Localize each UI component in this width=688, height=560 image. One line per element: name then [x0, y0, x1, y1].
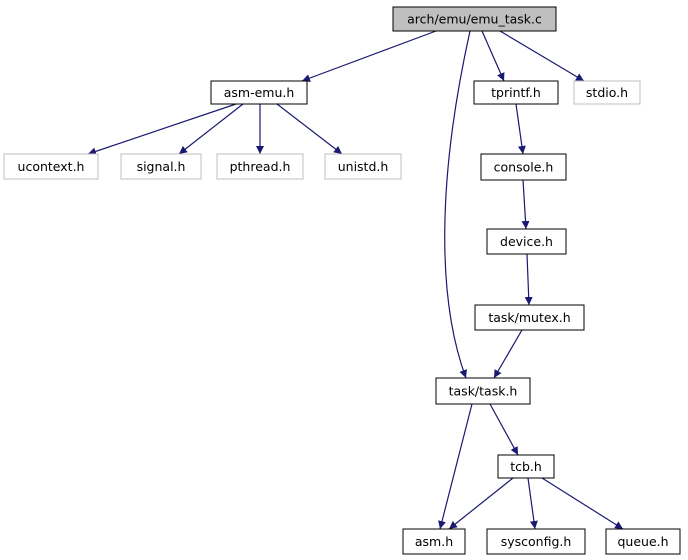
edge-root-to-stdio	[499, 30, 585, 82]
node-label-signal: signal.h	[137, 159, 186, 174]
node-label-asm: asm.h	[415, 534, 453, 549]
node-label-task: task/task.h	[449, 384, 518, 399]
node-box-device	[486, 228, 567, 255]
node-asmemu[interactable]: asm-emu.h	[210, 80, 308, 105]
node-label-pthread: pthread.h	[230, 159, 291, 174]
edge-mutex-to-task	[493, 329, 523, 379]
node-label-queue: queue.h	[617, 534, 668, 549]
node-unistd: unistd.h	[324, 153, 402, 180]
node-box-console	[480, 153, 567, 181]
edge-task-to-asm	[438, 403, 473, 530]
node-box-queue	[605, 528, 681, 555]
edge-console-to-device	[521, 179, 530, 230]
edge-tcb-to-asm	[448, 477, 514, 530]
node-label-sysconfig: sysconfig.h	[501, 534, 572, 549]
node-layer: arch/emu/emu_task.c asm-emu.h tprintf.h std…	[3, 6, 681, 555]
edge-layer	[87, 30, 624, 530]
node-tprintf[interactable]: tprintf.h	[473, 80, 559, 105]
node-label-root: arch/emu/emu_task.c	[407, 12, 542, 27]
node-label-tprintf: tprintf.h	[491, 85, 541, 100]
node-box-signal	[120, 153, 202, 180]
edge-asmemu-to-unistd	[276, 103, 343, 155]
node-box-tcb	[497, 454, 555, 479]
node-box-asm	[402, 528, 466, 555]
node-box-pthread	[216, 153, 304, 180]
node-box-asmemu	[210, 80, 308, 105]
node-label-stdio: stdio.h	[586, 85, 628, 100]
node-box-root	[392, 6, 557, 32]
node-task[interactable]: task/task.h	[435, 377, 531, 405]
node-signal: signal.h	[120, 153, 202, 180]
node-box-task	[435, 377, 531, 405]
edge-task-to-tcb	[489, 403, 519, 456]
node-asm[interactable]: asm.h	[402, 528, 466, 555]
node-device[interactable]: device.h	[486, 228, 567, 255]
edge-root-to-tprintf	[481, 30, 505, 82]
edge-asmemu-to-signal	[178, 103, 244, 155]
node-label-mutex: task/mutex.h	[488, 310, 570, 325]
node-stdio: stdio.h	[573, 80, 641, 105]
node-ucontext: ucontext.h	[3, 153, 99, 180]
node-label-unistd: unistd.h	[338, 159, 389, 174]
edge-tprintf-to-console	[515, 103, 526, 155]
node-label-device: device.h	[500, 234, 553, 249]
node-label-console: console.h	[494, 160, 554, 175]
edge-root-to-task	[444, 30, 471, 379]
node-console[interactable]: console.h	[480, 153, 567, 181]
node-box-sysconfig	[486, 528, 586, 555]
node-mutex[interactable]: task/mutex.h	[474, 304, 585, 331]
node-box-unistd	[324, 153, 402, 180]
node-box-ucontext	[3, 153, 99, 180]
node-box-stdio	[573, 80, 641, 105]
node-pthread: pthread.h	[216, 153, 304, 180]
edge-root-to-asmemu	[301, 30, 437, 82]
node-box-mutex	[474, 304, 585, 331]
node-queue[interactable]: queue.h	[605, 528, 681, 555]
node-sysconfig[interactable]: sysconfig.h	[486, 528, 586, 555]
node-box-tprintf	[473, 80, 559, 105]
node-tcb[interactable]: tcb.h	[497, 454, 555, 479]
edge-tcb-to-sysconfig	[527, 477, 538, 530]
node-label-tcb: tcb.h	[510, 459, 542, 474]
edge-device-to-mutex	[524, 253, 533, 306]
node-label-asmemu: asm-emu.h	[224, 85, 295, 100]
node-root[interactable]: arch/emu/emu_task.c	[392, 6, 557, 32]
edge-asmemu-to-ucontext	[87, 103, 237, 156]
node-label-ucontext: ucontext.h	[18, 159, 85, 174]
edge-tcb-to-queue	[541, 477, 624, 530]
